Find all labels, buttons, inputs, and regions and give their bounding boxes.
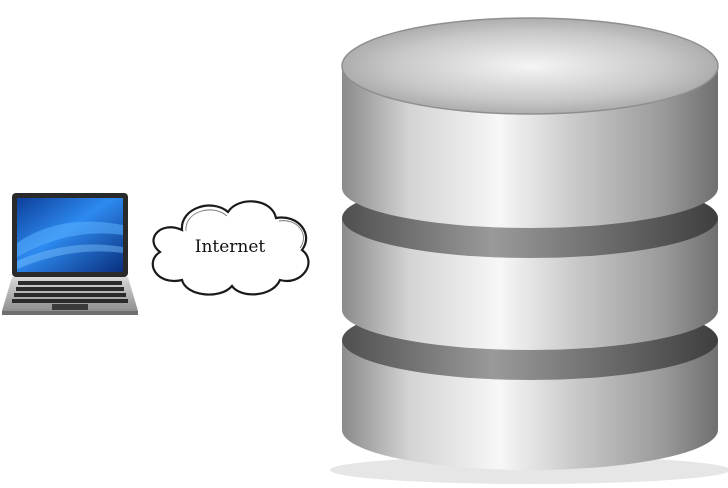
database-graphic [330, 17, 728, 484]
laptop-icon [0, 183, 142, 319]
laptop-graphic [2, 193, 138, 315]
cloud-icon [151, 200, 310, 296]
laptop-touchpad [52, 304, 88, 310]
cloud-label: Internet [194, 237, 266, 257]
database-icon [330, 0, 728, 488]
laptop-keyboard [12, 281, 128, 303]
database-disk-top [341, 17, 719, 228]
internet-cloud: Internet [142, 190, 318, 302]
